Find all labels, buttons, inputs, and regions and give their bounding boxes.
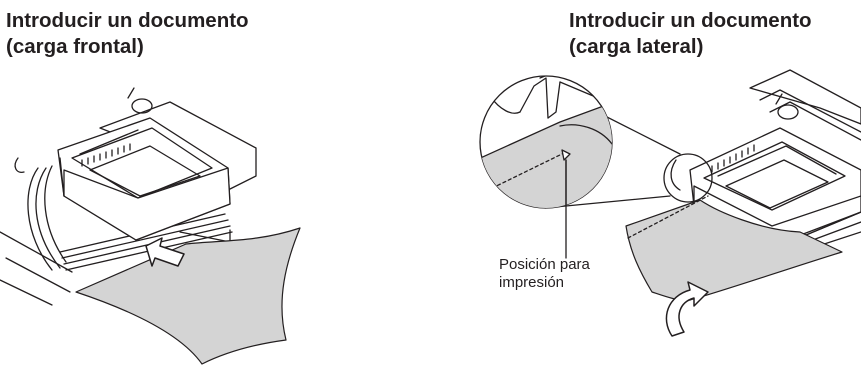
printer-grille — [711, 144, 755, 173]
platen-stripe — [797, 211, 861, 237]
print-position-label: Posición para impresión — [499, 256, 590, 292]
front-loading-title: Introducir un documento (carga frontal) — [6, 8, 249, 60]
side-loading-title: Introducir un documento (carga lateral) — [569, 8, 812, 60]
paper-guide — [14, 157, 25, 173]
side-loading-title-line2: (carga lateral) — [569, 35, 704, 58]
printer-body — [57, 101, 257, 241]
front-loading-illustration — [0, 87, 301, 365]
print-position-label-line2: impresión — [499, 274, 565, 291]
curved-feed-arrow-icon — [665, 281, 709, 337]
printer-ridge — [79, 129, 139, 155]
document-sheet — [625, 199, 843, 301]
lever-stem — [775, 93, 783, 105]
document-sheet — [75, 227, 301, 365]
paper-guide — [35, 167, 61, 269]
printer-ridge — [725, 159, 829, 209]
detail-source-circle — [663, 153, 713, 203]
printer-ridge — [59, 157, 65, 197]
side-loading-title-line1: Introducir un documento — [569, 9, 812, 32]
platen-stripe — [61, 219, 229, 259]
side-loading-illustration — [479, 69, 861, 337]
lever-stem — [127, 87, 135, 99]
paper-guide — [27, 167, 53, 271]
print-position-label-line1: Posición para — [499, 256, 590, 273]
counter-edge-line — [5, 257, 71, 293]
paper-guide — [670, 159, 681, 191]
printer-grille — [81, 143, 131, 167]
front-loading-title-line1: Introducir un documento — [6, 9, 249, 32]
insertion-arrow-icon — [145, 237, 185, 267]
front-loading-title-line2: (carga frontal) — [6, 35, 144, 58]
lever-ring — [131, 98, 153, 114]
printer-ridge — [717, 145, 837, 177]
printer-rear — [769, 101, 861, 141]
counter-edge-line — [0, 231, 73, 273]
paper-guide — [44, 165, 67, 263]
magnified-detail — [479, 75, 613, 209]
printer-rear — [759, 89, 861, 133]
print-position-marker-icon — [561, 149, 571, 161]
lever-ring — [777, 104, 799, 120]
printer-ridge — [89, 145, 201, 197]
paper-edge-dashed — [627, 195, 709, 239]
counter-edge-line — [0, 279, 53, 306]
